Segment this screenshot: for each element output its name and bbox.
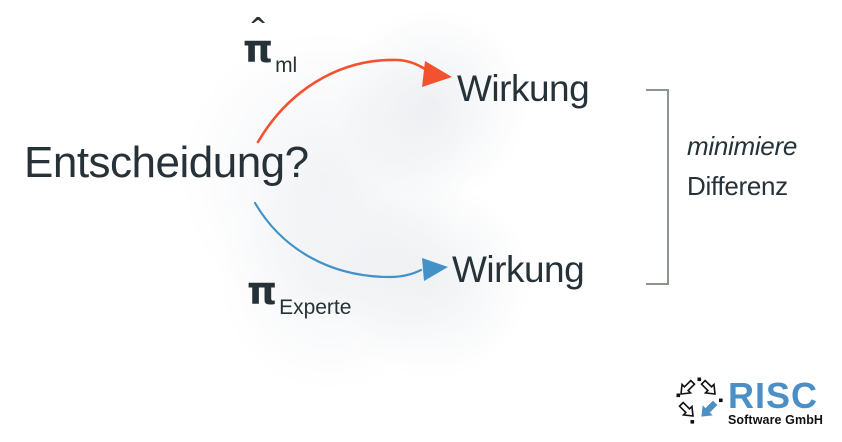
objective-line-1: minimiere [687, 131, 797, 161]
objective-label: minimiere Differenz [687, 126, 797, 207]
ml-subscript: ml [275, 54, 298, 77]
difference-bracket [646, 89, 669, 285]
dot-south [690, 420, 695, 424]
dot-east [719, 398, 723, 403]
ml-policy-label: ^π ml [243, 16, 297, 77]
expert-arrow-curve [253, 201, 423, 279]
pi-glyph: π [247, 269, 278, 313]
cycle-arrows-icon [676, 377, 723, 424]
outline-arrow-se-icon [678, 401, 694, 417]
logo-brand-name: RISC [728, 375, 819, 416]
pi-symbol: π [247, 272, 277, 310]
objective-line-2: Differenz [687, 171, 788, 202]
ml-arrowhead-icon [422, 61, 452, 87]
decision-label: Entscheidung? [24, 138, 309, 187]
pi-symbol: ^π [243, 16, 274, 71]
logo-subtitle: Software GmbH [728, 413, 824, 428]
expert-subscript: Experte [279, 296, 352, 319]
outline-arrow-sw-icon [680, 379, 696, 395]
effect-label-top: Wirkung [457, 68, 590, 109]
expert-arrowhead-icon [422, 258, 448, 281]
outline-arrow-se-icon [700, 379, 716, 395]
risc-logo: RISC Software GmbH [676, 377, 823, 427]
blue-arrow-sw-icon [701, 400, 718, 417]
effect-label-bottom: Wirkung [452, 249, 585, 290]
dot-west [676, 393, 681, 398]
expert-policy-label: π Experte [247, 272, 351, 318]
hat-accent: ^ [248, 14, 268, 39]
dot-north [697, 377, 702, 382]
pi-glyph: π [243, 27, 274, 71]
logo-text: RISC Software GmbH [728, 377, 823, 427]
ml-arrow-curve [256, 58, 427, 144]
